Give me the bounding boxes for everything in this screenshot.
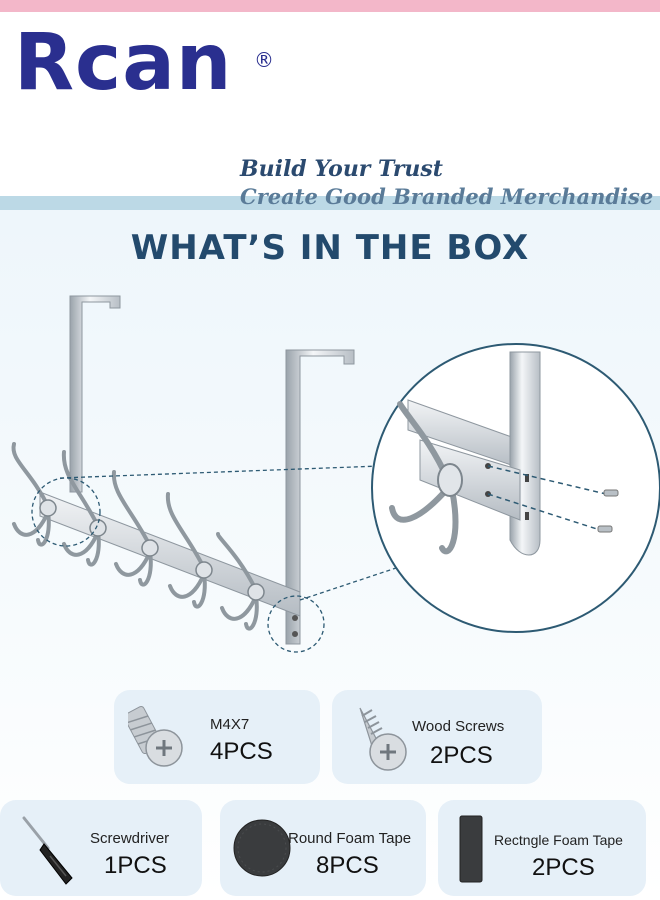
slogan-line-1: Build Your Trust [240,156,443,182]
item-card-wood-screws: Wood Screws 2PCS [332,690,542,784]
slogan-line-2: Create Good Branded Merchandise [240,184,654,209]
rectangle-foam-tape-icon [459,815,483,883]
brand-logo: Rcan ® [14,18,274,108]
wood-screw-icon [359,707,407,771]
item-label: M4X7 [210,716,250,733]
item-label: Screwdriver [90,830,170,847]
registered-mark: ® [254,48,274,72]
screwdriver-icon [22,816,73,885]
machine-screw-icon [128,705,183,767]
round-foam-tape-icon [233,819,291,877]
brand-logo-text: Rcan [14,18,233,108]
item-card-round-foam-tape: Round Foam Tape 8PCS [220,800,426,896]
item-card-m4x7: M4X7 4PCS [114,690,320,784]
page-title: WHAT’S IN THE BOX [130,228,530,268]
item-card-screwdriver: Screwdriver 1PCS [0,800,202,896]
item-card-rectangle-foam-tape: Rectngle Foam Tape 2PCS [438,800,646,896]
item-label: Rectngle Foam Tape [494,832,623,848]
item-quantity: 2PCS [430,742,493,769]
header-band [0,196,660,210]
item-label: Round Foam Tape [288,830,412,847]
top-accent-bar [0,0,660,12]
item-quantity: 2PCS [532,854,595,881]
item-quantity: 4PCS [210,738,273,765]
item-label: Wood Screws [412,718,505,735]
coat-hook-rack-illustration [11,295,660,653]
item-quantity: 8PCS [316,852,379,879]
item-quantity: 1PCS [104,852,167,879]
